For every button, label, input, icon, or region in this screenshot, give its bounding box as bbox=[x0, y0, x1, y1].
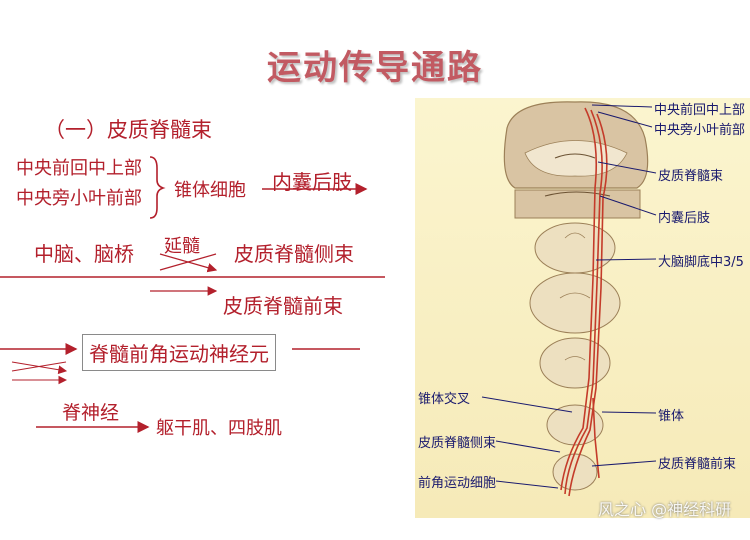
origin-precentral: 中央前回中上部 bbox=[16, 158, 142, 179]
brace bbox=[149, 156, 166, 219]
medulla-label: 延髓 bbox=[164, 236, 200, 257]
origin-paracentral: 中央旁小叶前部 bbox=[16, 188, 142, 209]
fig-label-decussation: 锥体交叉 bbox=[418, 392, 471, 407]
fig-label-anterior-horn-cell: 前角运动细胞 bbox=[418, 476, 497, 491]
muscles-label: 躯干肌、四肢肌 bbox=[156, 418, 282, 439]
midbrain-pons-label: 中脑、脑桥 bbox=[34, 242, 134, 266]
fig-label-paracentral: 中央旁小叶前部 bbox=[654, 123, 746, 138]
fig-label-internal-capsule: 内囊后肢 bbox=[658, 211, 711, 226]
schematic-arrows bbox=[0, 156, 385, 433]
small-cross-2 bbox=[11, 361, 67, 372]
watermark: 风之心 @神经科研 bbox=[598, 500, 732, 519]
fig-label-lateral-ct: 皮质脊髓侧束 bbox=[418, 436, 497, 451]
page-title: 运动传导通路 bbox=[267, 48, 483, 88]
fig-label-precentral: 中央前回中上部 bbox=[654, 103, 746, 118]
cross-arrow-2 bbox=[159, 253, 217, 271]
anatomy-illustration bbox=[503, 101, 649, 497]
anterior-horn-box: 脊髓前角运动神经元 bbox=[82, 334, 276, 371]
fig-label-cerebral-peduncle: 大脑脚底中3/5 bbox=[658, 255, 744, 270]
fig-label-pyramid: 锥体 bbox=[658, 409, 685, 424]
brainstem-sections bbox=[529, 222, 621, 491]
tract-fibers bbox=[560, 107, 608, 497]
spinal-cord bbox=[559, 232, 591, 361]
fig-label-ct-tract: 皮质脊髓束 bbox=[658, 169, 724, 184]
internal-capsule-label: 内囊后肢 bbox=[272, 170, 352, 194]
section-heading: （一）皮质脊髓束 bbox=[44, 118, 212, 142]
anterior-tract-label: 皮质脊髓前束 bbox=[223, 294, 343, 318]
fig-label-anterior-ct: 皮质脊髓前束 bbox=[658, 457, 737, 472]
lateral-tract-label: 皮质脊髓侧束 bbox=[234, 242, 354, 266]
spinal-nerve-label: 脊神经 bbox=[62, 402, 120, 424]
pyramidal-cell-label: 锥体细胞 bbox=[174, 180, 246, 201]
